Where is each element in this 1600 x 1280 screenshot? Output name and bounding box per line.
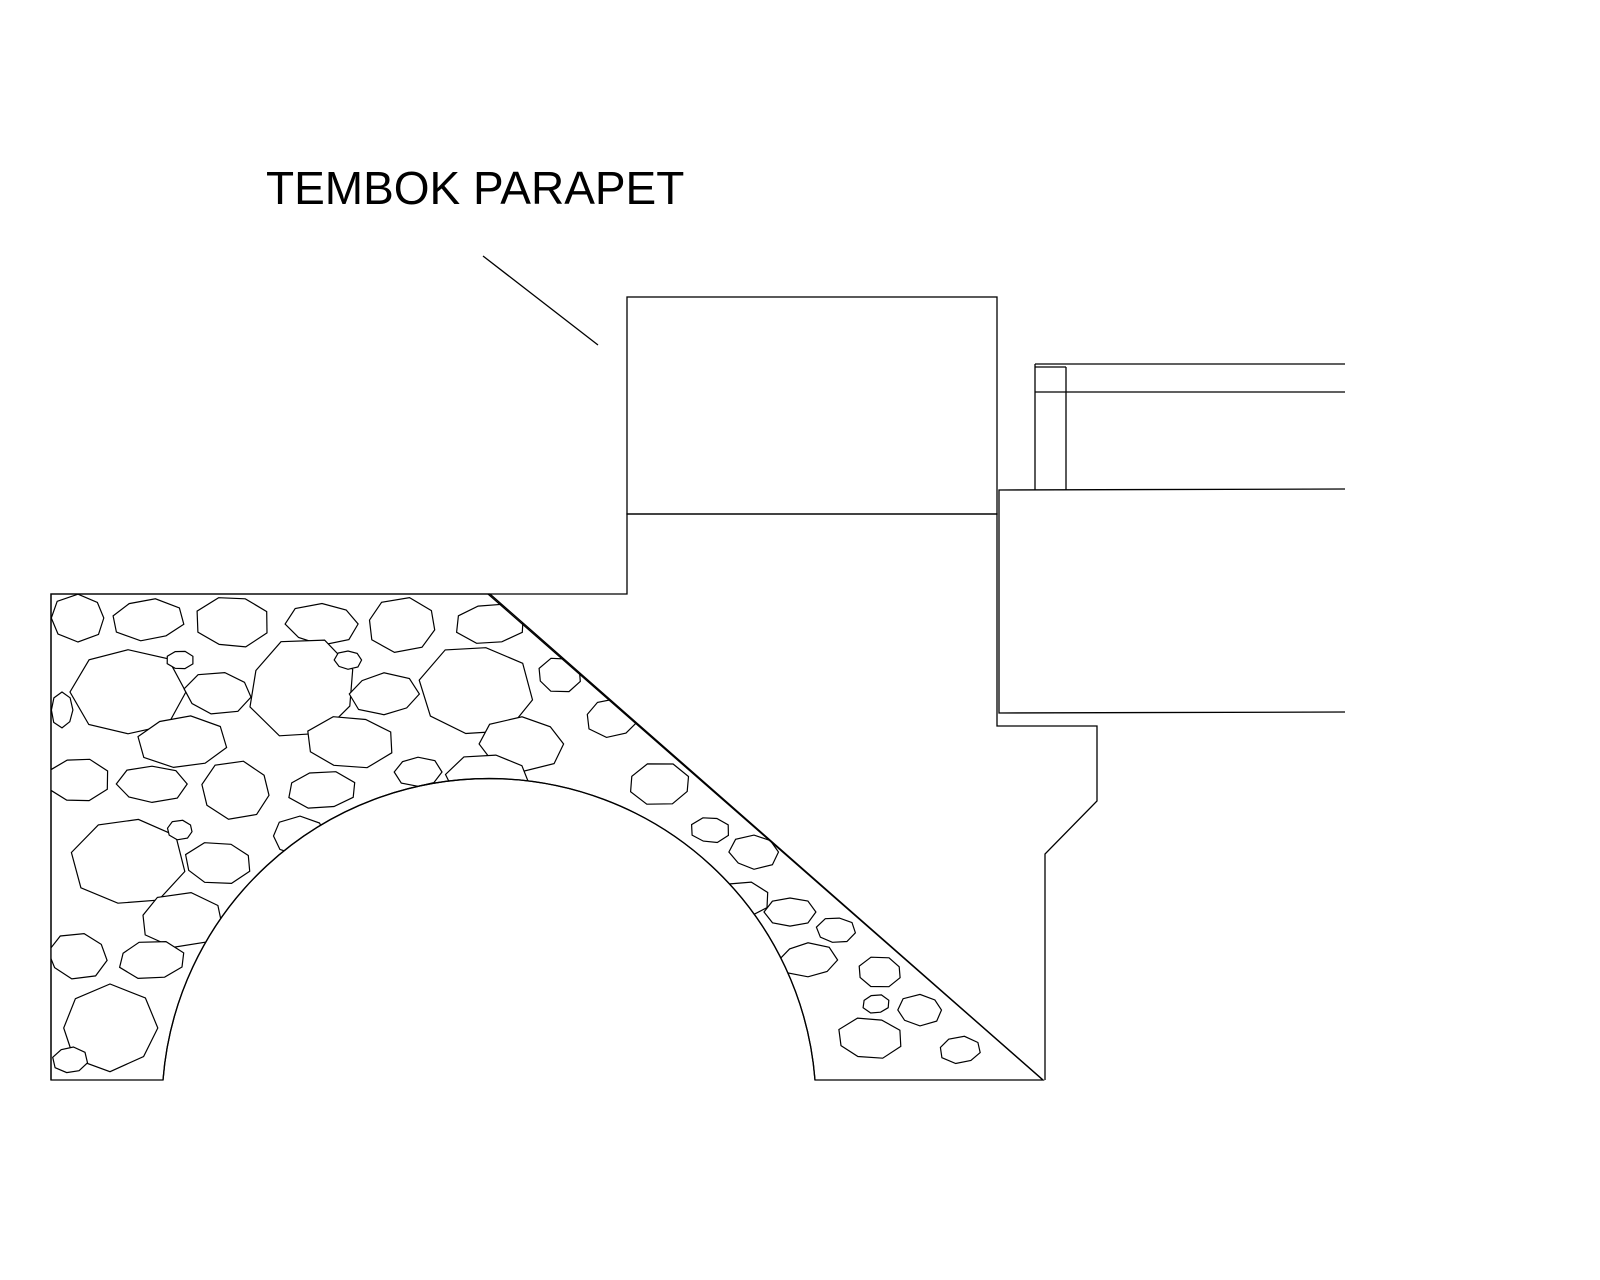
masonry-stone (166, 819, 193, 841)
masonry-stone (51, 758, 109, 802)
masonry-stone (284, 602, 359, 646)
stone-masonry (50, 593, 1045, 1081)
masonry-stone (272, 815, 327, 857)
masonry-stone (112, 598, 185, 642)
arch-opening (162, 777, 816, 1081)
masonry-stone (51, 932, 108, 980)
masonry-stone (538, 657, 581, 693)
leader-line (482, 255, 599, 346)
masonry-stone (838, 1017, 902, 1059)
masonry-stone (858, 956, 901, 988)
masonry-stone (862, 994, 890, 1014)
masonry-stone (368, 596, 436, 654)
bridge-deck (998, 363, 1346, 714)
masonry-stone (307, 716, 393, 769)
masonry-stone (939, 1035, 981, 1065)
parapet-label: TEMBOK PARAPET (266, 162, 684, 214)
masonry-stone (196, 597, 268, 648)
masonry-stone (897, 993, 943, 1027)
masonry-stone (348, 672, 421, 716)
masonry-stone (63, 983, 159, 1073)
masonry-stone (142, 891, 223, 949)
masonry-stone (728, 834, 780, 870)
masonry-stone (690, 817, 730, 844)
masonry-stone (183, 671, 252, 715)
masonry-stone (70, 818, 186, 904)
masonry-stone (137, 715, 228, 769)
masonry-stone (629, 763, 690, 805)
masonry-stone (711, 881, 769, 919)
masonry-stone (455, 603, 524, 644)
masonry-stone (118, 940, 185, 980)
masonry-stone (763, 897, 817, 927)
masonry-stone (201, 760, 270, 820)
masonry-stone (166, 650, 194, 670)
masonry-stone (184, 842, 251, 885)
masonry-stone (288, 771, 356, 809)
masonry-stone (573, 823, 620, 856)
masonry-stone (115, 765, 188, 804)
masonry-stone (815, 917, 857, 943)
masonry-stone (51, 594, 105, 643)
masonry-stone (393, 756, 443, 787)
parapet-wall (626, 296, 998, 515)
masonry-stone (51, 691, 74, 729)
masonry-stone (333, 650, 363, 670)
masonry-stone (52, 1046, 89, 1074)
